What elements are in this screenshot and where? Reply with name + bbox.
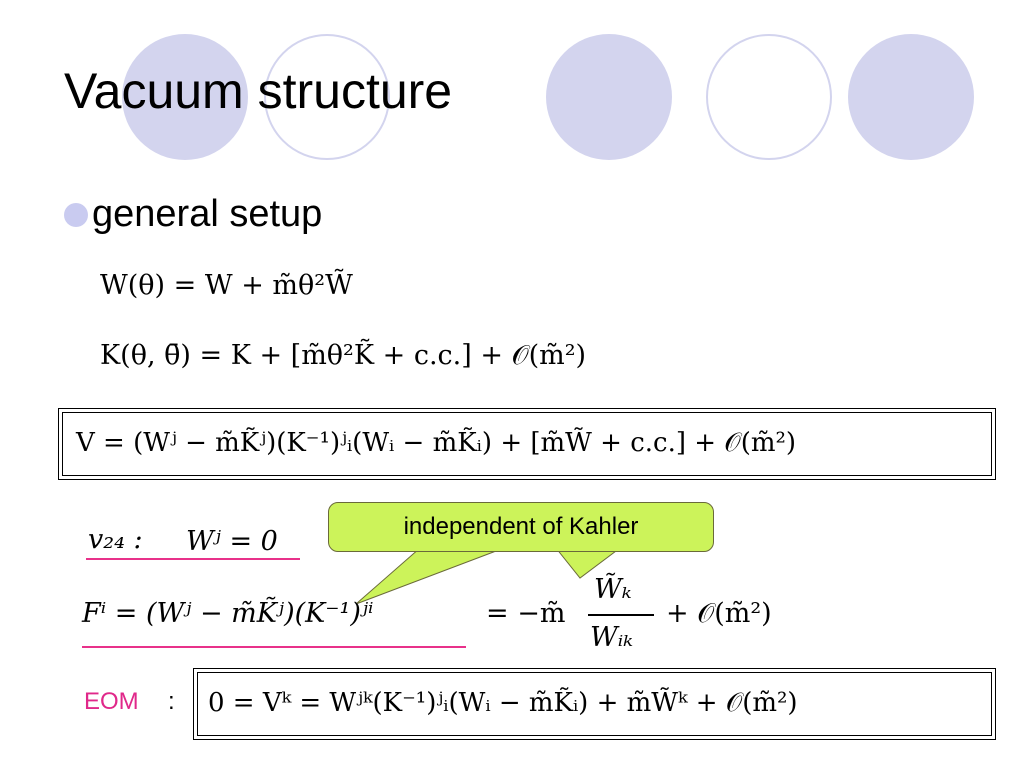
v24-underline (86, 558, 300, 560)
equation-f-result-suffix: + 𝒪(m̃²) (666, 598, 772, 629)
equation-f-result-prefix: = −m̃ (486, 598, 566, 629)
eom-colon: : (168, 688, 175, 715)
equation-f-result-denominator: Wᵢₖ (590, 622, 634, 653)
equation-f-result-numerator: W̃ₖ (594, 574, 632, 605)
equation-potential: V = (Wʲ − m̃K̃ʲ)(K⁻¹)ʲᵢ(Wᵢ − m̃K̃ᵢ) + [m… (76, 428, 797, 458)
decor-ring-1 (264, 34, 390, 160)
slide-title: Vacuum structure (64, 63, 453, 119)
f-term-underline (82, 646, 466, 648)
decor-ring-2 (706, 34, 832, 160)
v24-label: v₂₄ : (88, 524, 143, 555)
decor-circle-1 (122, 34, 248, 160)
equation-superpotential: W(θ) = W + m̃θ²W̃ (100, 270, 353, 301)
equation-eom: 0 = Vᵏ = Wʲᵏ(K⁻¹)ʲᵢ(Wᵢ − m̃K̃ᵢ) + m̃W̃ᵏ … (208, 688, 798, 718)
equation-f-term: Fⁱ = (Wʲ − m̃K̃ʲ)(K⁻¹)ʲⁱ (82, 598, 374, 629)
fraction-bar (588, 614, 654, 616)
bullet-dot-icon (64, 202, 88, 227)
equation-eom-box (193, 668, 996, 740)
bullet-text: general setup (92, 193, 323, 235)
decor-circle-2 (546, 34, 672, 160)
decor-circle-3 (848, 34, 974, 160)
callout-note: independent of Kahler (328, 502, 714, 552)
equation-potential-box (58, 408, 996, 480)
bullet-item: general setup (64, 193, 322, 236)
equation-kahler: K(θ, θ̄) = K + [m̃θ²K̃ + c.c.] + 𝒪(m̃²) (100, 340, 587, 371)
v24-condition: Wʲ = 0 (186, 526, 278, 557)
eom-label: EOM (84, 688, 139, 715)
